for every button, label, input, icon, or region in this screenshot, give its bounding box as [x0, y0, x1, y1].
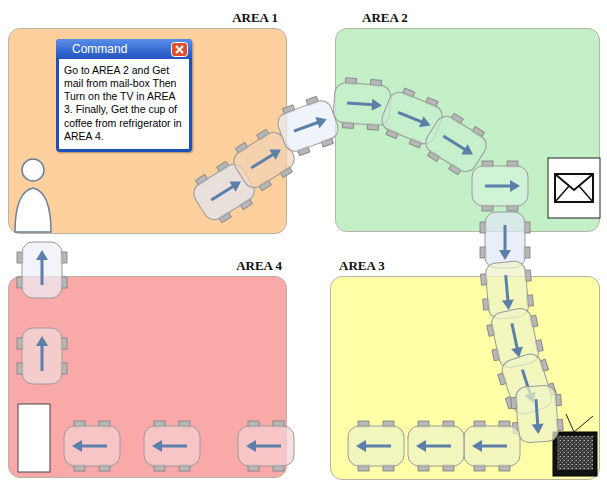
robot-path [17, 77, 564, 471]
tv-body [553, 432, 597, 476]
area-label: AREA 1 [232, 10, 278, 25]
antenna [574, 416, 593, 432]
person-icon [15, 159, 51, 232]
mailbox [548, 158, 600, 218]
area-heading: AREA 1 [232, 8, 284, 26]
command-window: Command Go to AREA 2 and Get mail from ma… [56, 39, 192, 152]
tv-screen [557, 436, 593, 470]
robot [64, 421, 120, 471]
envelope-fold [555, 186, 569, 202]
person-body [15, 188, 51, 232]
area-heading: AREA 2 [362, 8, 414, 26]
envelope-fold [579, 186, 593, 202]
robot [273, 93, 343, 159]
area-label: AREA 3 [339, 258, 385, 273]
close-button-face [172, 43, 188, 57]
command-text: Go to AREA 2 and Get mail from mail-box … [59, 59, 189, 148]
close-button [171, 42, 188, 57]
title-bar: Command [56, 39, 192, 59]
envelope [555, 174, 593, 202]
robot [480, 212, 530, 268]
window-title: Command [56, 39, 127, 56]
person-head [22, 159, 44, 181]
area-heading: AREA 3 [339, 256, 391, 274]
mailbox-icon [548, 158, 600, 218]
robot [472, 161, 528, 211]
robot [348, 421, 404, 471]
robot [17, 242, 67, 298]
refrigerator [18, 404, 50, 472]
envelope-flap [555, 174, 593, 190]
antenna [566, 414, 574, 432]
area-label: AREA 4 [236, 258, 282, 273]
robot [238, 421, 294, 471]
robot [17, 328, 67, 384]
area-label: AREA 2 [362, 10, 408, 25]
robot [408, 421, 464, 471]
robot [144, 421, 200, 471]
area-heading: AREA 4 [236, 256, 288, 274]
close-cross [176, 46, 183, 53]
robot [464, 421, 520, 471]
